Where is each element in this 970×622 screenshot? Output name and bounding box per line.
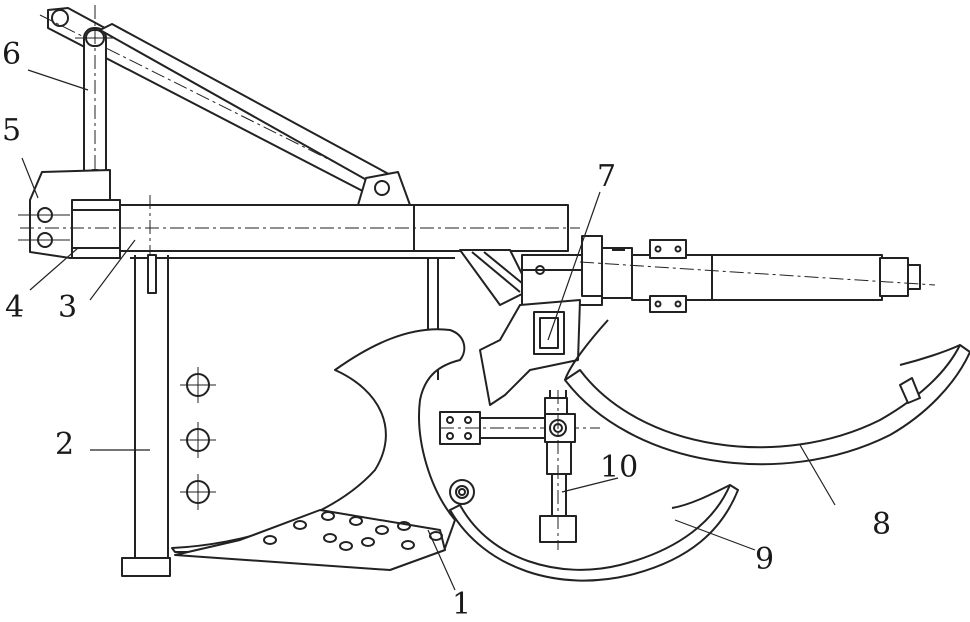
leader-lines (21, 69, 836, 591)
moldboard-1 (171, 328, 466, 571)
bolt-holes (180, 367, 216, 510)
label-4: 4 (5, 290, 25, 325)
adjuster-10 (539, 390, 577, 550)
label-9: 9 (755, 542, 775, 577)
support-strut (459, 249, 531, 306)
main-beam-3 (20, 195, 580, 262)
right-arm (579, 235, 936, 313)
label-7: 7 (597, 159, 617, 194)
label-10: 10 (600, 450, 639, 485)
label-2: 2 (55, 427, 75, 462)
curved-guard-9 (449, 484, 739, 582)
label-8: 8 (872, 507, 892, 542)
vertical-link-6 (75, 5, 118, 200)
label-5: 5 (2, 113, 22, 148)
label-3: 3 (58, 290, 78, 325)
label-1: 1 (452, 587, 472, 622)
clamp-plate (439, 411, 600, 445)
curved-guard-8 (564, 319, 970, 466)
diagonal-brace (99, 23, 397, 193)
sleeve-4 (71, 199, 121, 259)
label-6: 6 (2, 37, 22, 72)
guard-pivot (449, 479, 475, 505)
